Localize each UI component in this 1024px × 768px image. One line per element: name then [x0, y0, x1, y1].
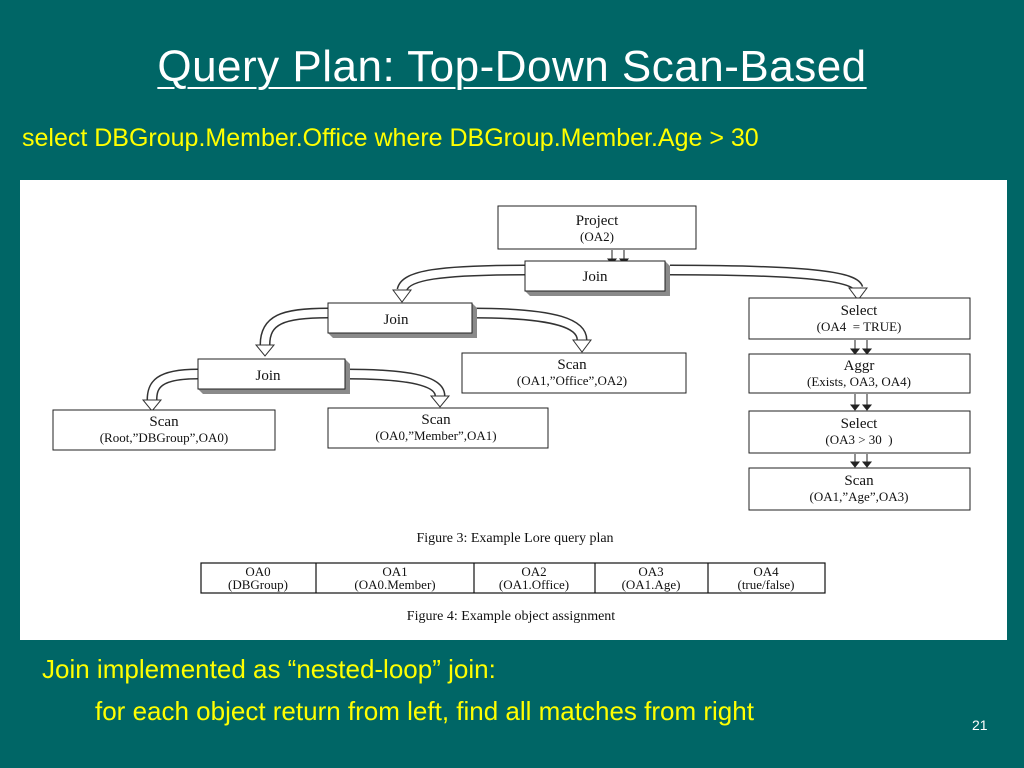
join-low-right-arrow: [344, 368, 451, 408]
join-mid-label: Join: [383, 312, 409, 328]
scan-office-args: (OA1,”Office”,OA2): [517, 373, 627, 388]
assignment-value-oa0: (DBGroup): [228, 577, 288, 592]
assignment-value-oa1: (OA0.Member): [354, 577, 435, 592]
select-to-scan-arrows: [849, 454, 873, 468]
aggr-args: (Exists, OA3, OA4): [807, 374, 911, 389]
scan-office-label: Scan: [557, 357, 587, 373]
scan-age-node: Scan (OA1,”Age”,OA3): [748, 467, 971, 511]
select-top-label: Select: [841, 303, 878, 319]
join-top-left-arrow: [392, 264, 526, 303]
scan-root-node: Scan (Root,”DBGroup”,OA0): [52, 409, 276, 451]
join-top-label: Join: [582, 269, 608, 285]
assignment-header-oa3: OA3: [638, 564, 663, 579]
join-mid-left-arrow: [254, 307, 329, 357]
slide-number: 21: [972, 717, 988, 733]
assignment-header-oa0: OA0: [245, 564, 270, 579]
aggr-label: Aggr: [844, 358, 875, 374]
figure4-caption: Figure 4: Example object assignment: [407, 609, 616, 624]
scan-root-label: Scan: [149, 414, 179, 430]
aggr-to-select-arrows: [849, 394, 873, 411]
select-top-node: Select (OA4 = TRUE): [748, 297, 971, 340]
query-plan-diagram: Project (OA2) Join Join Join Scan (Root,…: [52, 205, 971, 624]
join-low-node: Join: [197, 358, 350, 394]
assignment-header-oa1: OA1: [382, 564, 407, 579]
assignment-value-oa3: (OA1.Age): [622, 577, 681, 592]
join-low-label: Join: [255, 368, 281, 384]
join-top-right-arrow: [669, 264, 868, 301]
figure-panel: Project (OA2) Join Join Join Scan (Root,…: [20, 180, 1007, 640]
scan-member-node: Scan (OA0,”Member”,OA1): [327, 407, 549, 449]
join-top-node: Join: [524, 260, 670, 296]
nested-loop-line: Join implemented as “nested-loop” join:: [42, 654, 496, 684]
nested-loop-detail-line: for each object return from left, find a…: [95, 696, 754, 726]
query-text: select DBGroup.Member.Office where DBGro…: [22, 124, 759, 152]
select-low-args: (OA3 > 30 ): [825, 432, 892, 447]
scan-age-args: (OA1,”Age”,OA3): [810, 489, 909, 504]
project-label: Project: [576, 213, 619, 229]
scan-office-node: Scan (OA1,”Office”,OA2): [461, 352, 687, 394]
project-node: Project (OA2): [497, 205, 697, 250]
join-mid-right-arrow: [471, 307, 592, 353]
join-low-left-arrow: [141, 368, 199, 412]
aggr-node: Aggr (Exists, OA3, OA4): [748, 353, 971, 394]
assignment-header-oa2: OA2: [521, 564, 546, 579]
scan-member-label: Scan: [421, 412, 451, 428]
select-low-node: Select (OA3 > 30 ): [748, 410, 971, 454]
assignment-value-oa4: (true/false): [737, 577, 794, 592]
select-top-args: (OA4 = TRUE): [817, 319, 902, 334]
scan-member-args: (OA0,”Member”,OA1): [375, 428, 496, 443]
scan-age-label: Scan: [844, 473, 874, 489]
figure3-caption: Figure 3: Example Lore query plan: [416, 531, 613, 546]
project-args: (OA2): [580, 229, 614, 244]
select-low-label: Select: [841, 416, 878, 432]
assignment-header-oa4: OA4: [753, 564, 779, 579]
assignment-value-oa2: (OA1.Office): [499, 577, 569, 592]
slide-title: Query Plan: Top-Down Scan-Based: [157, 42, 867, 91]
select-to-aggr-arrows: [849, 340, 873, 355]
scan-root-args: (Root,”DBGroup”,OA0): [100, 430, 229, 445]
join-mid-node: Join: [327, 302, 477, 338]
assignment-table: OA0 (DBGroup) OA1 (OA0.Member) OA2 (OA1.…: [200, 562, 826, 594]
